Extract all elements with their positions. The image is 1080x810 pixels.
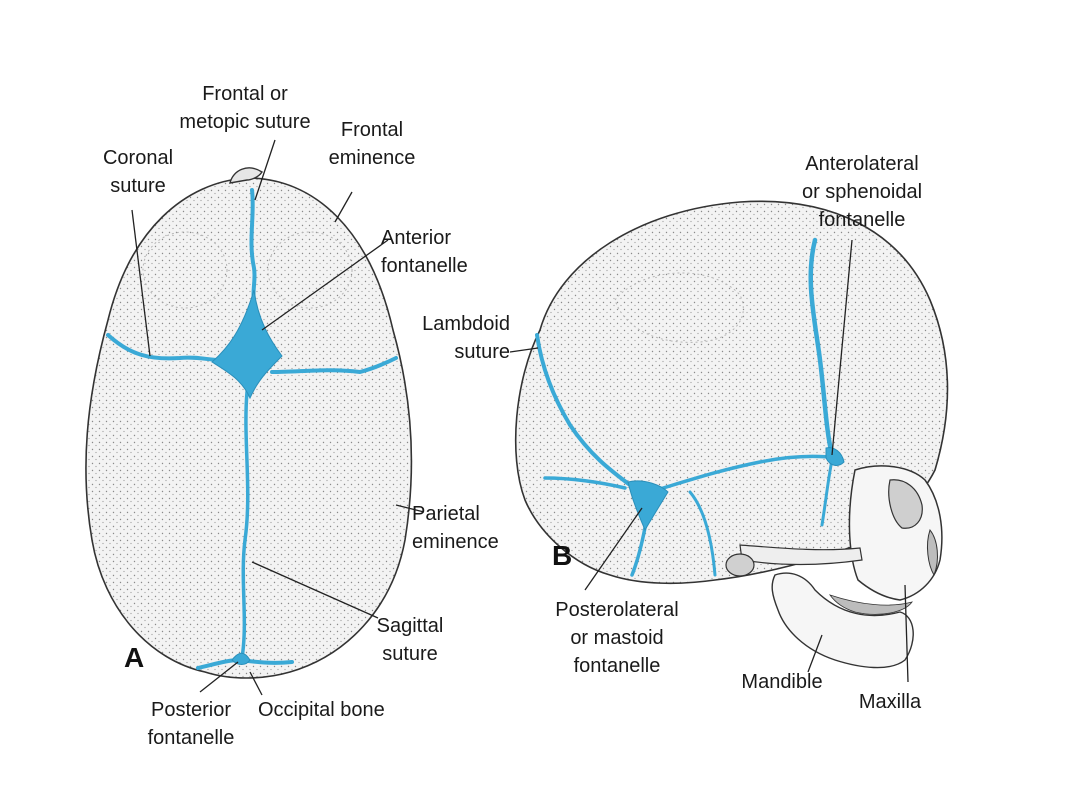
- leader-parietal-eminence: [395, 504, 425, 513]
- label-occipital-bone: Occipital bone: [258, 699, 385, 721]
- label-coronal-suture: Coronal suture: [102, 147, 174, 197]
- orbit-b: [888, 479, 923, 529]
- sphenoidal-fontanelle-shape: [825, 447, 845, 466]
- leader-mandible: [807, 634, 823, 673]
- frontal-boss-left: [142, 231, 228, 309]
- leader-frontal-suture: [254, 139, 276, 201]
- squamosal-suture-line: [648, 454, 840, 494]
- coronal-suture-right-line: [270, 356, 398, 375]
- leader-sagittal-suture: [251, 561, 379, 619]
- label-mandible: Mandible: [741, 671, 823, 693]
- skull-a-outline: [85, 177, 413, 679]
- leader-posterolateral-fontanelle: [584, 507, 643, 591]
- lambdoid-suture-b-line: [535, 333, 632, 487]
- sutures-a: [106, 188, 398, 670]
- panel-label-b: B: [552, 540, 573, 571]
- coronal-suture-b-line: [808, 237, 835, 458]
- leader-posterior-fontanelle: [199, 661, 239, 693]
- leader-anterior-fontanelle: [261, 239, 389, 331]
- frontal-boss-right: [267, 231, 353, 309]
- skull-superior-view: [85, 139, 425, 696]
- label-parietal-eminence: Parietal eminence: [412, 503, 499, 553]
- label-frontal-eminence: Frontal eminence: [328, 119, 416, 169]
- leader-frontal-eminence: [334, 191, 353, 223]
- posterior-fontanelle-shape: [231, 652, 251, 665]
- leader-anterolateral-fontanelle: [831, 239, 853, 456]
- label-lambdoid-suture: Lambdoid suture: [422, 313, 510, 363]
- leader-maxilla: [904, 584, 909, 683]
- ear-opening-b: [725, 553, 755, 577]
- label-posterior-fontanelle: Posterior fontanelle: [147, 699, 235, 749]
- panel-label-a: A: [124, 642, 145, 673]
- nasal-tip: [229, 167, 263, 184]
- skull-lateral-view: [509, 200, 949, 683]
- label-anterior-fontanelle: Anterior fontanelle: [381, 227, 468, 277]
- label-sagittal-suture: Sagittal suture: [376, 615, 444, 665]
- leader-occipital-bone: [249, 671, 263, 696]
- mastoid-fontanelle-shape: [627, 480, 669, 532]
- label-anterolateral-fontanelle: Anterolateral or sphenoidal fontanelle: [801, 153, 923, 231]
- leaders-b: [509, 239, 909, 683]
- occipitomastoid-line: [543, 476, 627, 490]
- leader-coronal-suture: [131, 209, 151, 357]
- nasal-aperture-b: [926, 528, 938, 577]
- anterior-fontanelle-shape: [211, 289, 283, 400]
- jaw-gap: [828, 594, 913, 615]
- petrous-suture-line: [688, 490, 717, 577]
- leader-lambdoid-suture: [509, 347, 539, 353]
- sagittal-suture-line: [240, 390, 250, 660]
- mandible-shape: [771, 572, 914, 669]
- label-frontal-suture: Frontal or metopic suture: [179, 83, 311, 133]
- zygomatic-arch-b: [739, 544, 863, 566]
- label-maxilla: Maxilla: [858, 691, 922, 713]
- leaders-a: [131, 139, 425, 696]
- label-posterolateral-fontanelle: Posterolateral or mastoid fontanelle: [555, 599, 679, 677]
- parietal-boss-b: [614, 272, 744, 343]
- sphenoid-down-line: [820, 458, 834, 527]
